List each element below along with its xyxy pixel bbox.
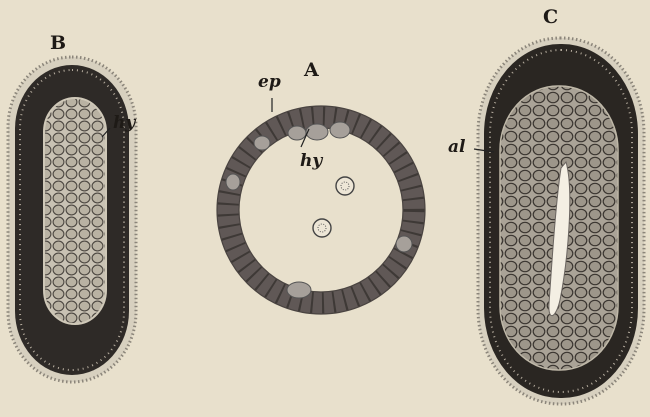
label-hy-a: hy [300, 151, 322, 171]
hypoblast-cell [254, 136, 270, 150]
panel-label-b: B [50, 32, 66, 54]
hypoblast-cell [287, 282, 311, 298]
free-cell [313, 219, 331, 237]
panel-b-hypoblast [44, 98, 106, 324]
hypoblast-cell [288, 126, 306, 140]
panel-label-a: A [304, 59, 319, 81]
label-al: al [448, 137, 465, 157]
panel-b [8, 57, 136, 382]
label-ep: ep [258, 72, 281, 92]
free-cell [336, 177, 354, 195]
hypoblast-cell [330, 122, 350, 138]
panel-c [474, 38, 644, 404]
hypoblast-cell [226, 174, 240, 190]
label-hy-b: hy [113, 113, 135, 133]
hypoblast-cell [396, 236, 412, 252]
panel-a [217, 98, 425, 314]
panel-label-c: C [543, 6, 558, 28]
hypoblast-cell [306, 124, 328, 140]
